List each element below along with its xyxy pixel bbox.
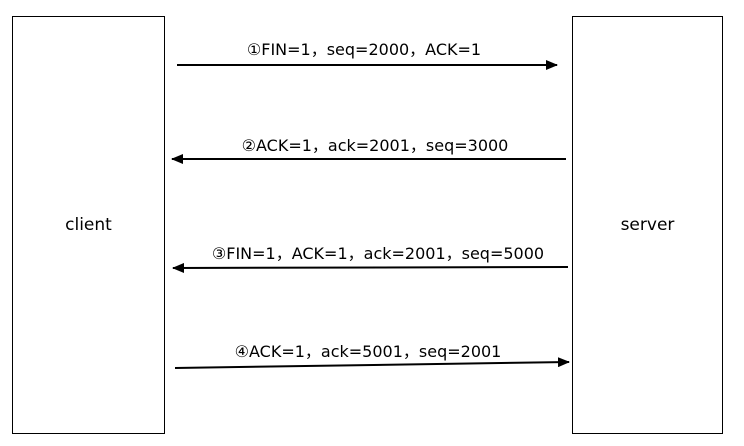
message-4-label: ④ACK=1，ack=5001，seq=2001 <box>234 342 502 361</box>
message-2-label: ②ACK=1，ack=2001，seq=3000 <box>241 136 509 155</box>
message-1-label: ①FIN=1，seq=2000，ACK=1 <box>246 40 482 59</box>
arrow-3-fin-ack <box>172 262 569 273</box>
client-box: client <box>12 16 165 434</box>
server-label: server <box>620 215 675 235</box>
message-3-label: ③FIN=1，ACK=1，ack=2001，seq=5000 <box>211 244 545 263</box>
arrow-4-ack <box>174 357 570 369</box>
server-box: server <box>572 16 723 434</box>
client-label: client <box>65 215 112 235</box>
